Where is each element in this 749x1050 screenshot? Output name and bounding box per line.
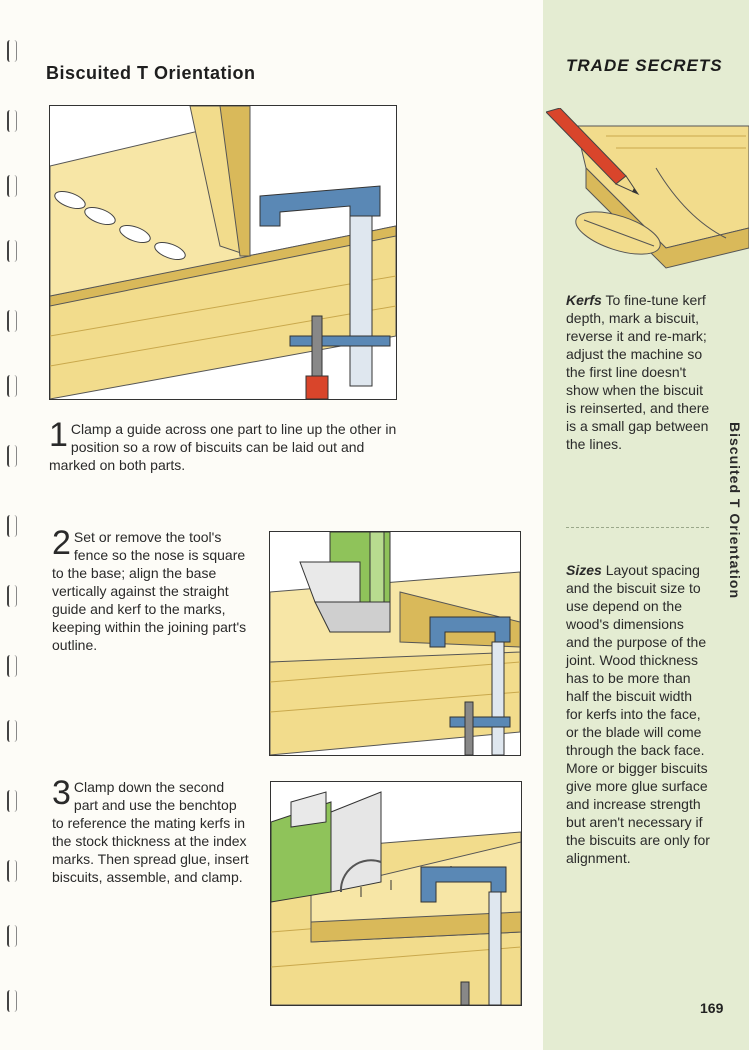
step-2-number: 2 — [52, 524, 71, 562]
kerf-marking-illustration — [546, 108, 749, 280]
step-1: 1 Clamp a guide across one part to line … — [49, 416, 399, 474]
step-2-illustration — [269, 531, 521, 756]
sidebar-title: TRADE SECRETS — [566, 56, 723, 75]
step-3-illustration — [270, 781, 522, 1006]
tip-sizes-heading: Sizes — [566, 562, 602, 578]
page-number: 169 — [700, 1000, 724, 1016]
step-3-text: Clamp down the second part and use the b… — [52, 779, 249, 885]
tip-kerfs-text: To fine-tune kerf depth, mark a biscuit,… — [566, 292, 710, 452]
step-3: 3 Clamp down the second part and use the… — [52, 774, 252, 886]
step-3-number: 3 — [52, 774, 71, 812]
step-1-number: 1 — [49, 416, 68, 454]
spiral-binding — [0, 30, 20, 1030]
step-2: 2 Set or remove the tool's fence so the … — [52, 524, 252, 654]
sidebar-vertical-title: Biscuited T Orientation — [727, 422, 743, 600]
step-1-illustration — [49, 105, 397, 400]
tip-sizes-text: Layout spacing and the biscuit size to u… — [566, 562, 710, 866]
step-1-text: Clamp a guide across one part to line up… — [49, 421, 397, 473]
tip-kerfs-heading: Kerfs — [566, 292, 602, 308]
step-2-text: Set or remove the tool's fence so the no… — [52, 529, 247, 653]
sidebar-divider — [566, 527, 709, 528]
tip-sizes: Sizes Layout spacing and the biscuit siz… — [566, 561, 711, 867]
page-title: Biscuited T Orientation — [46, 63, 256, 83]
tip-kerfs: Kerfs To fine-tune kerf depth, mark a bi… — [566, 291, 711, 453]
